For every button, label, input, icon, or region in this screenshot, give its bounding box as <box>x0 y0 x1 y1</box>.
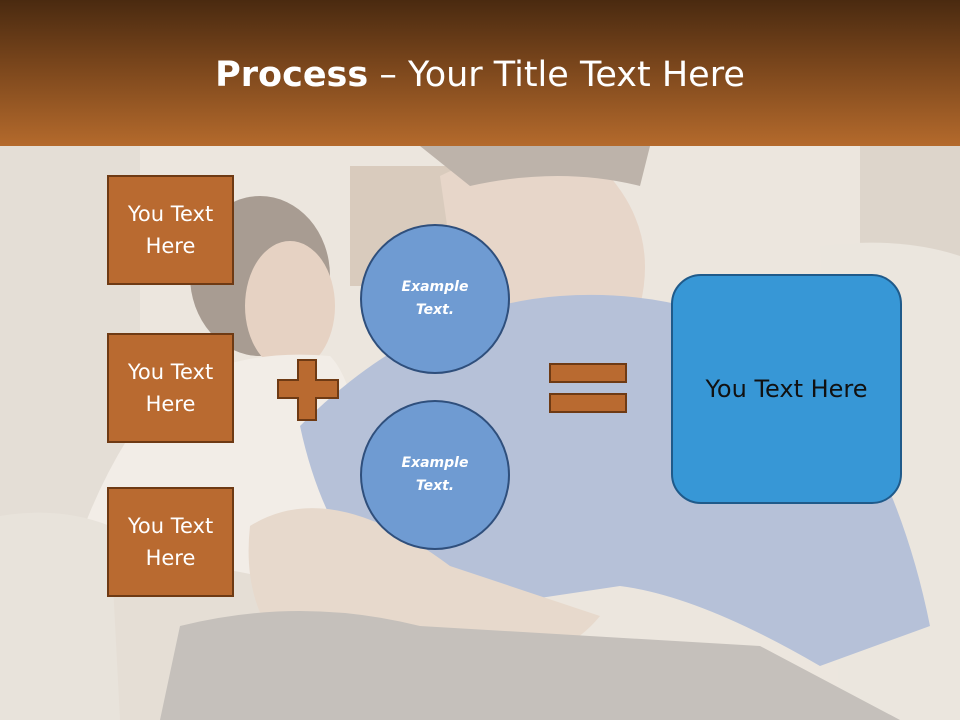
example-circle-2-label: Example Text. <box>401 455 469 494</box>
text-box-3-label: You Text Here <box>127 514 214 570</box>
title-bar: Process – Your Title Text Here <box>0 0 960 146</box>
title-rest: – Your Title Text Here <box>368 55 745 95</box>
example-circle-1[interactable]: Example Text. <box>360 224 510 374</box>
text-box-2[interactable]: You Text Here <box>107 333 234 443</box>
result-box[interactable]: You Text Here <box>671 274 902 504</box>
equals-icon <box>549 363 627 413</box>
text-box-3[interactable]: You Text Here <box>107 487 234 597</box>
text-box-2-label: You Text Here <box>127 360 214 416</box>
slide-title: Process – Your Title Text Here <box>0 52 960 98</box>
result-label: You Text Here <box>705 375 868 403</box>
example-circle-1-label: Example Text. <box>401 279 469 318</box>
text-box-1[interactable]: You Text Here <box>107 175 234 285</box>
plus-icon <box>277 359 339 421</box>
text-box-1-label: You Text Here <box>127 202 214 258</box>
example-circle-2[interactable]: Example Text. <box>360 400 510 550</box>
title-bold: Process <box>215 55 369 95</box>
